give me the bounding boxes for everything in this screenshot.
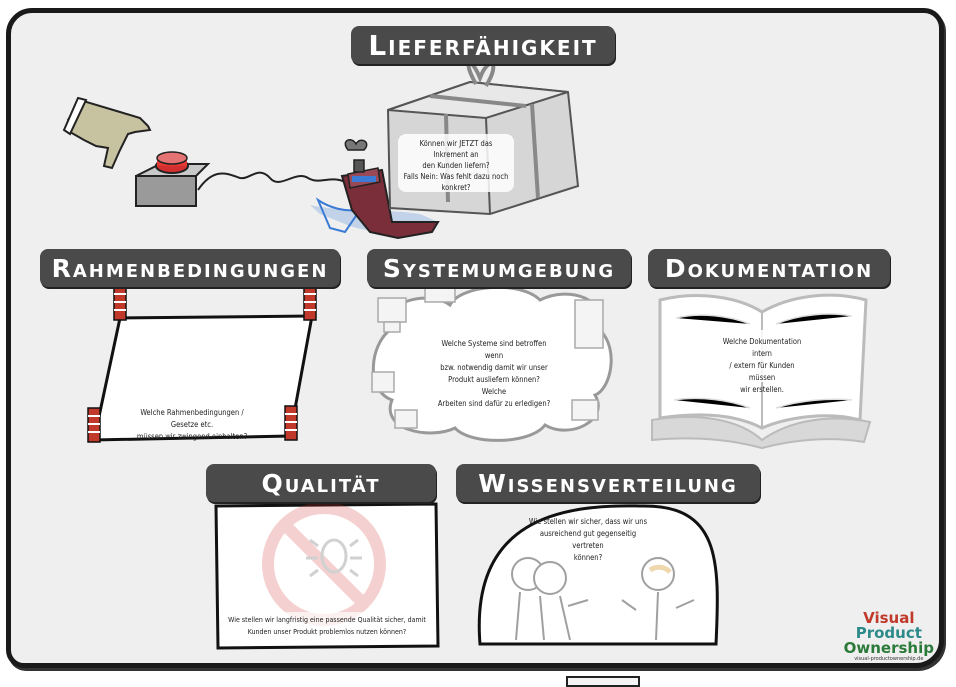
ship-icon: [310, 139, 440, 240]
red-button-icon: [135, 151, 211, 207]
bottom-box: [566, 676, 640, 687]
note-dokumentation: Welche Dokumentation intern / extern für…: [714, 330, 810, 394]
bottom-strip: [0, 672, 956, 687]
banner-label: Systemumgebung: [382, 253, 616, 283]
note-lieferfaehigkeit: Können wir JETZT das Inkrement an den Ku…: [398, 134, 514, 192]
note-qualitaet: Wie stellen wir langfristig eine passend…: [222, 612, 432, 642]
banner-qualitaet: Qualität: [206, 464, 436, 502]
visual-product-ownership-logo: Visual Product Ownership visual-producto…: [843, 609, 934, 663]
banner-dokumentation: Dokumentation: [648, 249, 890, 287]
banner-label: Dokumentation: [664, 253, 874, 283]
note-wissensverteilung: Wie stellen wir sicher, dass wir uns aus…: [528, 517, 648, 562]
cable-icon: [197, 171, 346, 191]
banner-label: Qualität: [261, 468, 381, 498]
banner-wissensverteilung: Wissensverteilung: [456, 464, 760, 502]
pointing-hand-icon: [62, 96, 152, 170]
banner-label: Rahmenbedingungen: [51, 253, 329, 283]
note-rahmenbedingungen: Welche Rahmenbedingungen / Gesetze etc. …: [136, 408, 248, 441]
banner-label: Lieferfähigkeit: [368, 28, 598, 62]
banner-label: Wissensverteilung: [478, 468, 738, 498]
people-icon: [511, 557, 695, 641]
banner-rahmenbedingungen: Rahmenbedingungen: [40, 249, 340, 287]
banner-systemumgebung: Systemumgebung: [367, 249, 631, 287]
banner-lieferfaehigkeit: Lieferfähigkeit: [351, 26, 615, 64]
note-systemumgebung: Welche Systeme sind betroffen wenn bzw. …: [432, 334, 556, 408]
